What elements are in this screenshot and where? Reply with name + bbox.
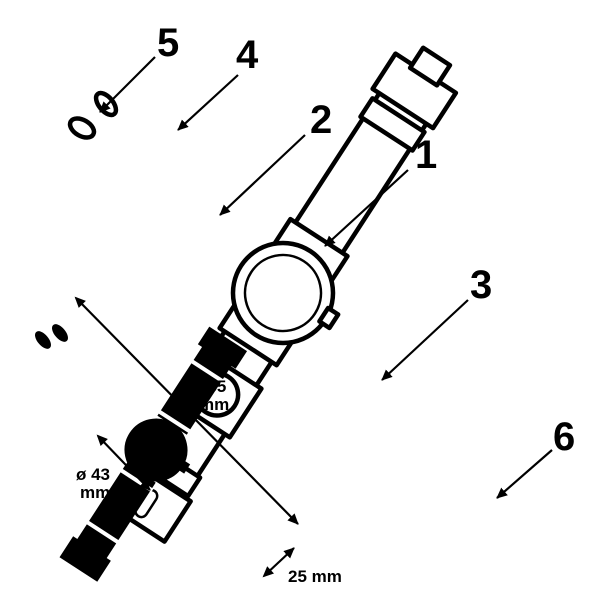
sil-lower-buckle (59, 536, 111, 582)
leader-4 (177, 74, 239, 131)
width-label: 25 mm (288, 567, 342, 586)
keeper-upper (358, 96, 427, 153)
dimension-lines (74, 296, 299, 578)
callout-5: 5 (157, 21, 179, 65)
callout-1: 1 (415, 133, 437, 177)
diameter-unit: mm (80, 483, 110, 502)
callout-6: 6 (553, 415, 575, 459)
sil-loop-right (52, 324, 68, 342)
upper-buckle-tab (407, 45, 453, 88)
leader-1 (324, 169, 409, 247)
length-dimension-line (74, 296, 299, 525)
diameter-dimension-line (96, 434, 151, 491)
leader-2 (219, 134, 306, 216)
watch-crown (317, 305, 341, 331)
watch-silhouette (59, 326, 248, 582)
callout-4: 4 (236, 33, 259, 77)
callout-3: 3 (470, 263, 492, 307)
sil-keeper-bottom (85, 520, 120, 545)
sil-clasp-loops (35, 324, 68, 349)
length-unit: mm (199, 395, 229, 414)
leader-3 (381, 299, 469, 381)
callout-leaders (99, 56, 553, 499)
clasp-loops (67, 90, 119, 140)
leader-5 (99, 56, 156, 113)
clasp-loop-right (93, 90, 119, 118)
sil-loop-left (35, 331, 51, 349)
dimension-labels: 255 mm ø 43 mm 25 mm (76, 377, 342, 586)
callout-numbers: 1 2 3 4 5 6 (157, 21, 575, 459)
clasp-loop-left (67, 116, 97, 140)
callout-2: 2 (310, 98, 332, 142)
length-value: 255 (198, 377, 226, 396)
leader-6 (496, 449, 553, 499)
width-dimension-line (262, 547, 295, 578)
diameter-value: ø 43 (76, 465, 110, 484)
